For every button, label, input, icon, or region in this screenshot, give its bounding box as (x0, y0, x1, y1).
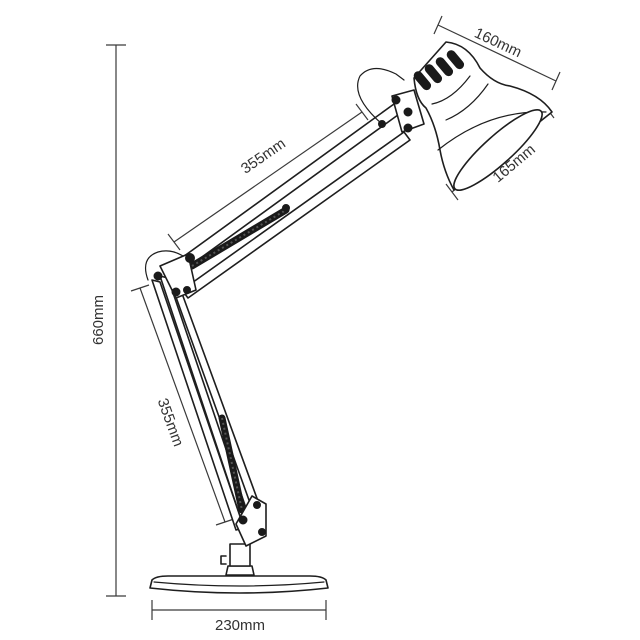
upper-arm-bar-top (175, 103, 403, 271)
shade-length-label: 160mm (472, 25, 525, 62)
base-dimension: 230mm (151, 600, 327, 634)
base-label: 230mm (215, 617, 265, 634)
lower-arm-start-tick (130, 284, 150, 292)
tension-knob (220, 555, 227, 565)
upper-arm-label: 355mm (238, 135, 289, 177)
lower-arm-end-tick (215, 518, 235, 526)
upper-arm-spring-coil (191, 209, 287, 267)
head-pivot-4 (378, 120, 386, 128)
shade-diameter-start-tick (445, 183, 459, 201)
head-pivot-1 (391, 95, 401, 105)
lower-joint (235, 495, 267, 547)
lamp-drawing (145, 41, 553, 594)
head-cable-loop (357, 67, 405, 125)
lower-arm-spring-coil (221, 417, 243, 511)
base-plate (149, 575, 329, 594)
height-dimension: 660mm (90, 44, 126, 597)
upper-spring-pivot (282, 204, 290, 212)
vent-slot-2 (424, 64, 443, 84)
shade-length-dimension-line (437, 24, 557, 82)
lower-arm-bar-front (171, 285, 263, 515)
lower-pivot-2 (253, 501, 261, 509)
head-joint (357, 67, 425, 133)
elbow-pivot-4 (183, 286, 191, 294)
height-label: 660mm (90, 295, 107, 345)
lamp-base (149, 543, 329, 594)
lower-pivot-1 (238, 515, 248, 525)
upper-arm-end-tick (355, 103, 369, 121)
elbow-pivot-2 (153, 271, 163, 281)
shade-length-start-tick (433, 15, 443, 35)
upper-arm-dimension-line (173, 111, 363, 243)
shade-neck-seam (431, 75, 471, 105)
lower-arm-dimension-line (139, 287, 226, 523)
vent-slot-1 (413, 71, 432, 91)
head-pivot-3 (403, 123, 413, 133)
head-pivot-2 (403, 107, 413, 117)
lower-arm (151, 275, 263, 531)
elbow-pivot-1 (185, 253, 195, 263)
upper-arm-start-tick (167, 233, 181, 251)
elbow-pivot-3 (171, 287, 181, 297)
upper-arm-bar-bottom (181, 131, 411, 299)
base-post (229, 543, 251, 567)
lower-pivot-3 (258, 528, 266, 536)
elbow-joint (145, 204, 290, 299)
lamp-shade (413, 41, 553, 191)
vent-slot-3 (435, 57, 454, 77)
base-collar (225, 565, 255, 576)
elbow-cable-loop (145, 250, 187, 281)
shade-opening (453, 109, 543, 191)
shade-body (413, 41, 553, 191)
vent-slot-4 (446, 50, 465, 70)
vent-slots (413, 50, 465, 91)
shade-length-end-tick (551, 71, 561, 91)
upper-arm (175, 103, 411, 299)
base-rim (153, 581, 325, 587)
shade-bell-seam (445, 83, 489, 121)
